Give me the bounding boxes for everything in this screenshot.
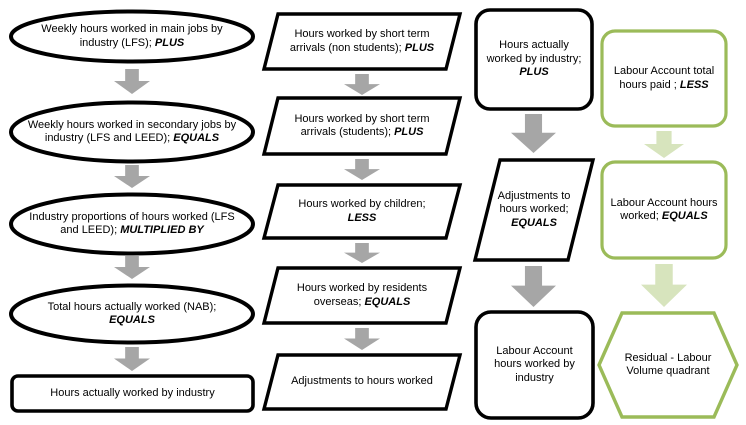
parallelogram-shape (261, 183, 463, 240)
node-label: Weekly hours worked in secondary jobs by… (27, 118, 237, 145)
para-adjustments-hours-worked-equals: Adjustments to hours worked; EQUALS (472, 158, 596, 262)
rect-hours-actually-worked: Hours actually worked by industry (10, 374, 255, 413)
ellipse-shape (9, 9, 255, 64)
green-rounded-rect-shape (600, 29, 728, 128)
ellipse-weekly-hours-main-jobs: Weekly hours worked in main jobs by indu… (8, 9, 256, 64)
down-arrow-icon (511, 266, 556, 307)
ellipse-shape (9, 283, 255, 345)
node-label: Hours actually worked by industry (50, 386, 215, 399)
node-label: Hours worked by short term arrivals (non… (289, 28, 435, 54)
down-arrow-icon (344, 328, 380, 350)
node-label: Labour Account hours worked by industry (494, 344, 575, 384)
ellipse-shape (9, 192, 255, 256)
hexagon-shape (597, 311, 739, 419)
para-hours-residents-overseas: Hours worked by residents overseas; EQUA… (261, 266, 463, 325)
node-label: Residual - Labour Volume quadrant (624, 351, 712, 378)
para-short-term-arrivals-non-students: Hours worked by short term arrivals (non… (261, 12, 463, 71)
ellipse-total-hours-nab: Total hours actually worked (NAB); EQUAL… (8, 283, 256, 345)
node-label: Hours actually worked by industry; PLUS (486, 39, 582, 79)
parallelogram-shape (261, 96, 463, 156)
node-label: Hours worked by children; LESS (298, 198, 426, 224)
node-label: Weekly hours worked in main jobs by indu… (41, 23, 223, 49)
down-arrow-icon (114, 165, 150, 188)
node-label: Hours worked by short term arrivals (stu… (294, 112, 430, 139)
node-label: Labour Account hours worked; EQUALS (610, 196, 718, 223)
rect-labour-account-hours-by-industry: Labour Account hours worked by industry (474, 310, 595, 420)
down-arrow-icon (644, 131, 684, 158)
para-short-term-arrivals-students: Hours worked by short term arrivals (stu… (261, 96, 463, 156)
ellipse-weekly-hours-secondary-jobs: Weekly hours worked in secondary jobs by… (8, 100, 256, 164)
down-arrow-icon (344, 74, 380, 95)
rect-labour-account-hours-worked: Labour Account hours worked; EQUALS (600, 160, 728, 260)
para-adjustments-hours-worked: Adjustments to hours worked (261, 353, 463, 411)
node-label: Labour Account total hours paid ; LESS (613, 65, 715, 91)
ellipse-shape (9, 100, 255, 164)
rounded-rect-shape (474, 310, 595, 420)
rounded-rect-shape (474, 8, 594, 111)
node-label: Industry proportions of hours worked (LF… (29, 210, 235, 237)
parallelogram-shape (261, 12, 463, 71)
node-label: Adjustments to hours worked (291, 375, 433, 388)
down-arrow-icon (344, 243, 380, 263)
green-rounded-rect-shape (600, 160, 728, 260)
rect-labour-account-total-hours-paid: Labour Account total hours paid ; LESS (600, 29, 728, 128)
parallelogram-shape (472, 158, 596, 262)
parallelogram-shape (261, 353, 463, 411)
node-label: Total hours actually worked (NAB); EQUAL… (47, 300, 217, 327)
rect-hours-actually-worked-industry-plus: Hours actually worked by industry; PLUS (474, 8, 594, 111)
down-arrow-icon (641, 264, 687, 307)
ellipse-industry-proportions: Industry proportions of hours worked (LF… (8, 192, 256, 256)
node-label: Hours worked by residents overseas; EQUA… (296, 282, 428, 308)
node-label: Adjustments to hours worked; EQUALS (497, 189, 571, 229)
rectangle-shape (10, 374, 255, 413)
para-hours-worked-children: Hours worked by children; LESS (261, 183, 463, 240)
down-arrow-icon (114, 347, 150, 371)
parallelogram-shape (261, 266, 463, 325)
hex-residual-labour-volume-quadrant: Residual - Labour Volume quadrant (597, 310, 739, 420)
down-arrow-icon (344, 159, 380, 180)
down-arrow-icon (114, 69, 150, 94)
down-arrow-icon (511, 114, 556, 153)
down-arrow-icon (114, 256, 150, 279)
